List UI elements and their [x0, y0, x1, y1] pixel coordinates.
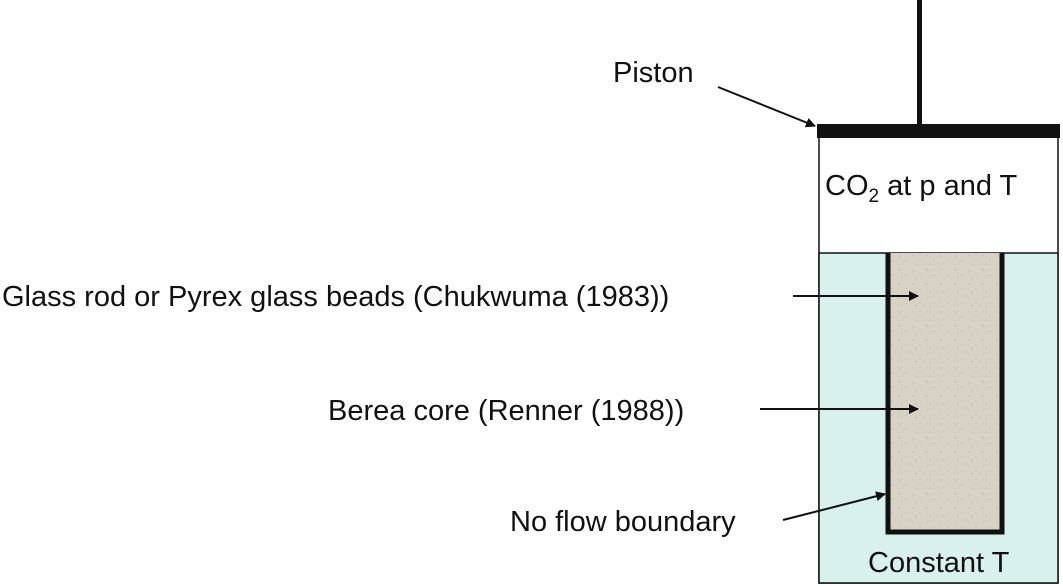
piston-plate — [817, 124, 1060, 138]
constant-t-label: Constant T — [868, 547, 1010, 579]
co2-suffix: at p and T — [879, 170, 1017, 202]
piston-rod — [917, 0, 922, 128]
berea-label: Berea core (Renner (1988)) — [328, 395, 684, 427]
piston-label: Piston — [613, 57, 694, 89]
no-flow-boundary-wall — [885, 253, 1005, 535]
glass-label: Glass rod or Pyrex glass beads (Chukwuma… — [2, 281, 669, 313]
co2-subscript: 2 — [869, 186, 880, 207]
piston-arrow — [717, 86, 816, 128]
co2-prefix: CO — [825, 170, 869, 202]
no-flow-boundary-label: No flow boundary — [510, 506, 736, 538]
co2-label: CO2 at p and T — [825, 170, 1017, 207]
porous-core — [888, 253, 1002, 532]
boundary-arrow — [782, 491, 886, 521]
